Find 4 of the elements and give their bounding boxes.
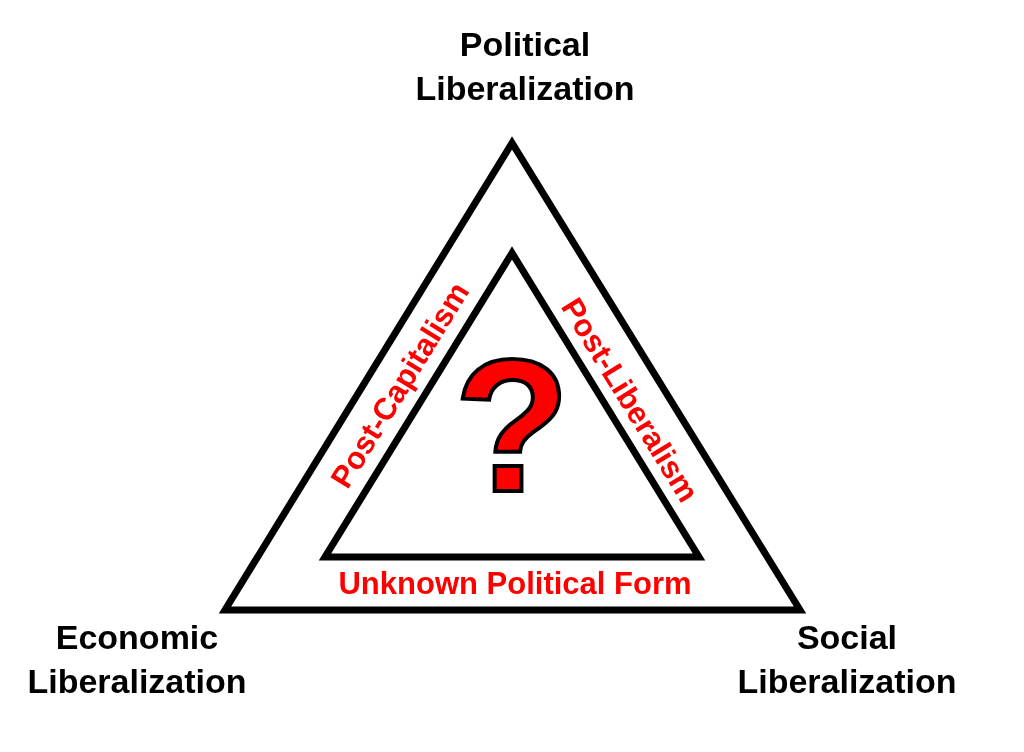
corner-label: Political Liberalization (414, 24, 636, 110)
corner-label: Social Liberalization (736, 617, 958, 703)
side-label: Unknown Political Form (338, 567, 692, 599)
corner-label: Economic Liberalization (26, 617, 248, 703)
